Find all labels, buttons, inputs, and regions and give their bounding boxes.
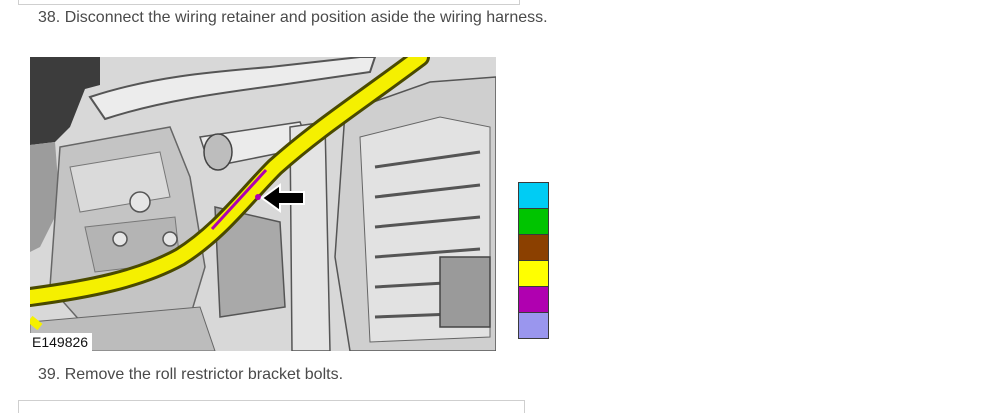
upper-pipe [88,57,377,121]
step-38-text: 38. Disconnect the wiring retainer and p… [38,9,548,26]
figure-id-label: E149826 [30,333,93,351]
dark-component [30,57,100,145]
retainer-clip [255,194,261,200]
color-swatch [518,234,549,261]
housing-rib [374,150,481,169]
bolt-head [162,231,178,247]
housing-rib [374,183,481,199]
side-bracket [30,142,60,252]
harness-tail [30,315,43,331]
wiring-harness [30,57,427,304]
bolt-head [129,191,151,213]
step-39-text: 39. Remove the roll restrictor bracket b… [38,366,344,383]
connector-end [203,133,233,171]
previous-step-box [18,0,520,5]
housing-rib [374,215,481,229]
color-swatch-legend [518,182,549,339]
bolt-head [112,231,128,247]
color-swatch [518,182,549,209]
color-swatch [518,286,549,313]
color-swatch [518,312,549,339]
box-tab [518,400,525,413]
housing-rib [374,247,481,259]
next-step-box [18,400,525,413]
step-38-illustration: E149826 [30,57,496,351]
color-swatch [518,260,549,287]
housing-pad [439,256,491,328]
callout-arrow [260,183,305,213]
engine-bay-drawing [30,57,496,351]
color-swatch [518,208,549,235]
mount-bracket [214,206,286,318]
wiring-retainer [210,168,268,231]
